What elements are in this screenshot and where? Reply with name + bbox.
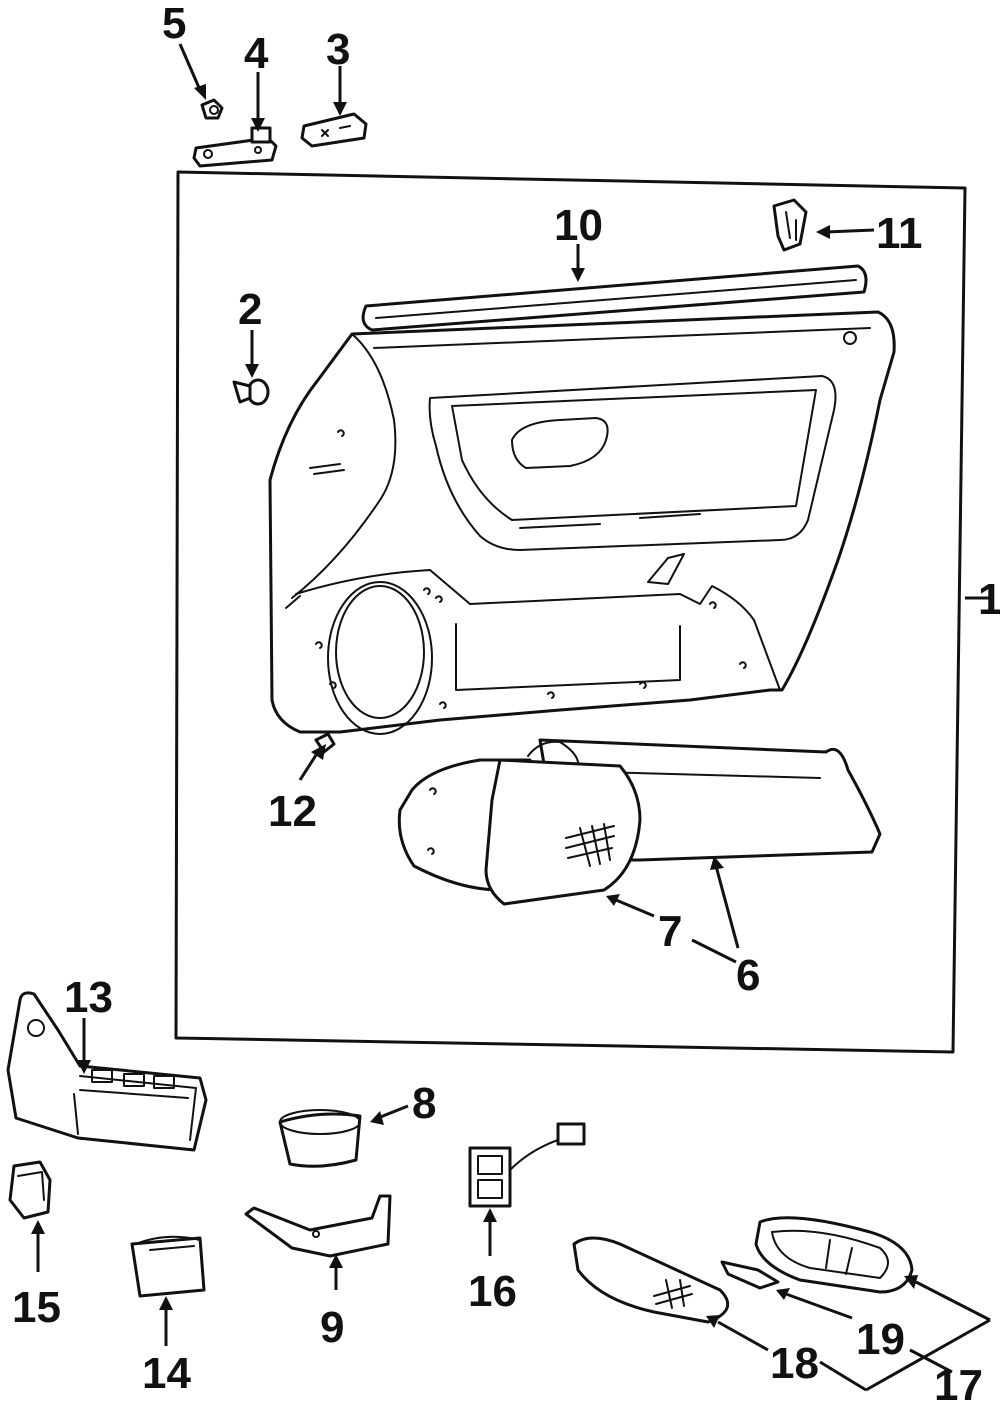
part-16-switch	[468, 1122, 586, 1208]
callout-9: 9	[320, 1303, 344, 1352]
part-18-cover	[572, 1236, 730, 1324]
leader-arrows	[31, 43, 991, 1392]
part-10-weatherstrip	[361, 264, 868, 332]
part-1-door-trim-panel	[268, 310, 896, 735]
callout-10: 10	[554, 201, 603, 250]
callout-12: 12	[268, 787, 317, 836]
callout-14: 14	[142, 1349, 191, 1398]
callout-16: 16	[468, 1267, 517, 1316]
part-5-clip	[200, 98, 224, 120]
assembly-frame	[174, 170, 967, 1054]
callout-2: 2	[238, 285, 262, 334]
callout-1: 1	[978, 575, 1000, 624]
part-14-switch	[130, 1235, 206, 1298]
part-19-clip	[720, 1260, 780, 1290]
part-4-bracket	[192, 126, 278, 168]
part-7-pull-cup	[397, 740, 642, 906]
callout-19: 19	[856, 1315, 905, 1364]
callout-18: 18	[770, 1339, 819, 1388]
callout-3: 3	[326, 25, 350, 74]
callout-6: 6	[736, 951, 760, 1000]
part-8-bezel	[278, 1109, 362, 1168]
part-3-cover	[300, 112, 368, 148]
callout-5: 5	[162, 0, 186, 48]
callout-4: 4	[244, 29, 269, 78]
part-13-switch-bezel	[6, 991, 208, 1152]
callout-8: 8	[412, 1079, 436, 1128]
callout-15: 15	[12, 1283, 61, 1332]
part-15-switch	[8, 1160, 52, 1220]
part-9-bracket	[244, 1194, 392, 1258]
callout-17: 17	[934, 1361, 983, 1404]
part-17-handle-bezel	[754, 1216, 914, 1294]
part-2-push-pin	[232, 378, 270, 406]
callout-11: 11	[876, 209, 923, 258]
part-11-clip	[772, 198, 808, 252]
callout-13: 13	[64, 973, 113, 1022]
callout-7: 7	[658, 907, 682, 956]
